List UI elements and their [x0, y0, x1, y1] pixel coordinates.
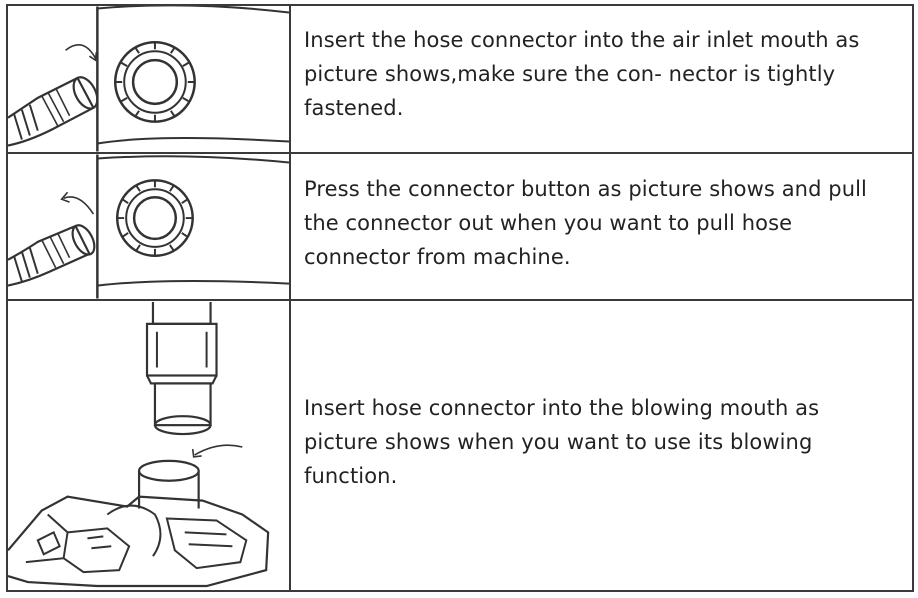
instruction-table: Insert the hose connector into the air i… — [6, 4, 914, 592]
instruction-row-1: Insert the hose connector into the air i… — [8, 6, 912, 154]
instruction-row-3: Insert hose connector into the blowing m… — [8, 301, 912, 590]
instruction-text-1-content: Insert the hose connector into the air i… — [304, 28, 860, 120]
blowing-mouth-insert-icon — [8, 301, 291, 590]
hose-connector-release-icon — [8, 154, 291, 299]
instruction-row-2: Press the connector button as picture sh… — [8, 154, 912, 301]
instruction-text-2: Press the connector button as picture sh… — [304, 154, 898, 299]
hose-connector-insert-icon — [8, 6, 291, 152]
instruction-text-1: Insert the hose connector into the air i… — [304, 6, 898, 152]
instruction-text-2-content: Press the connector button as picture sh… — [304, 176, 867, 269]
instruction-text-3: Insert hose connector into the blowing m… — [304, 301, 898, 590]
instruction-text-3-content: Insert hose connector into the blowing m… — [304, 395, 820, 488]
